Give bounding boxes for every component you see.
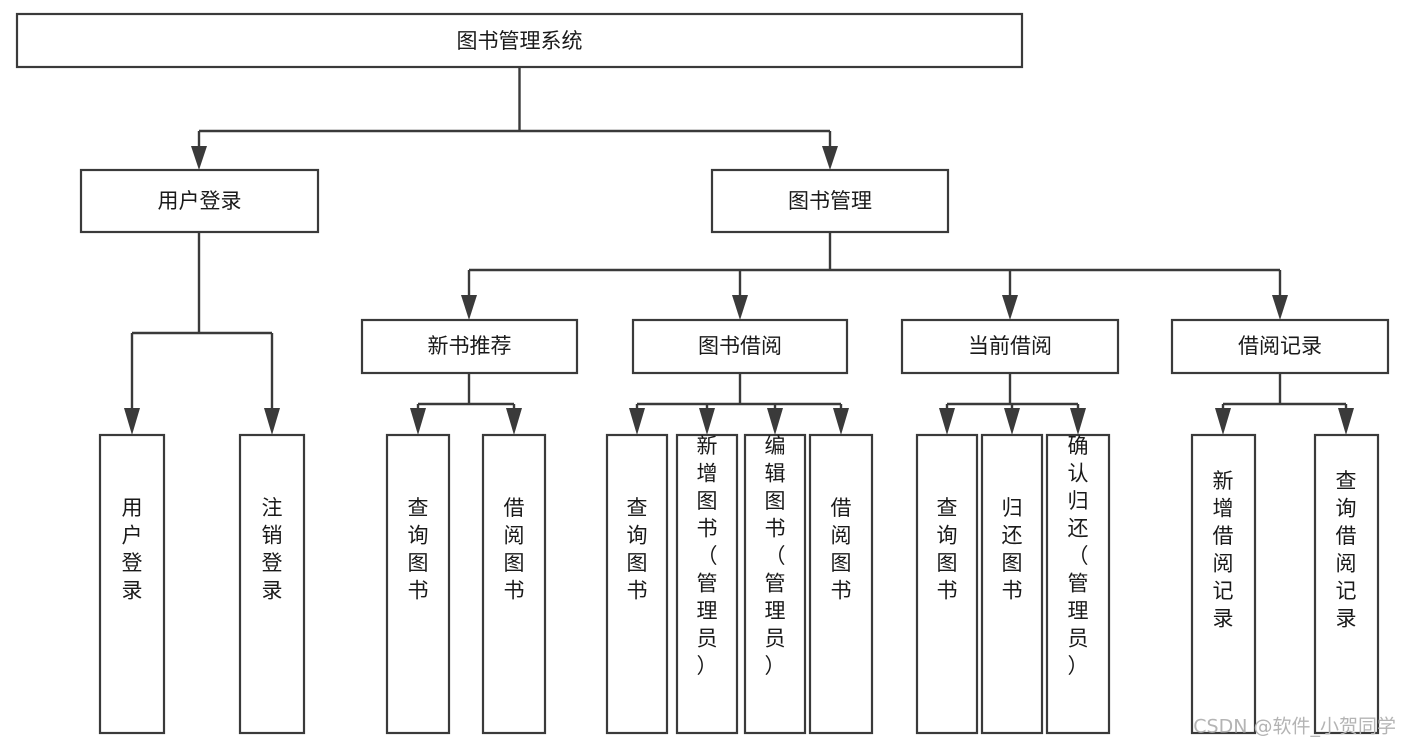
node-leaf-br-query-record-label: 查询借阅记录 <box>1336 469 1357 631</box>
node-leaf-bb-edit-book[interactable]: 编辑图书（管理员） <box>743 433 807 735</box>
arrow-head-book-manage <box>822 146 838 170</box>
node-root-label: 图书管理系统 <box>457 29 583 53</box>
arrow-head-cb-query-book <box>939 408 955 435</box>
node-leaf-nb-borrow-book-box <box>481 433 547 735</box>
arrow-head-nb-query-book <box>410 408 426 435</box>
node-new-book-recommend[interactable]: 新书推荐 <box>360 318 579 375</box>
node-leaf-cb-confirm-return[interactable]: 确认归还（管理员） <box>1045 433 1111 735</box>
arrow-head-bb-query-book <box>629 408 645 435</box>
node-new-book-recommend-box <box>360 318 579 375</box>
node-leaf-nb-query-book[interactable]: 查询图书 <box>385 433 451 735</box>
arrow-head-leaf-logout <box>264 408 280 435</box>
connectors-user-login-to-leaves <box>124 232 280 435</box>
node-leaf-bb-borrow-book-label: 借阅图书 <box>831 496 852 603</box>
node-leaf-nb-query-book-box <box>385 433 451 735</box>
arrow-head-leaf-user-login <box>124 408 140 435</box>
node-leaf-cb-return-book-box <box>980 433 1044 735</box>
node-new-book-recommend-label: 新书推荐 <box>428 334 512 358</box>
node-borrow-record-box <box>1170 318 1390 375</box>
arrow-head-new-book-recommend <box>461 295 477 320</box>
node-leaf-cb-query-book-label: 查询图书 <box>937 496 958 603</box>
node-leaf-cb-query-book[interactable]: 查询图书 <box>915 433 979 735</box>
node-leaf-bb-query-book-box <box>605 433 669 735</box>
node-leaf-bb-add-book-label: 新增图书（管理员） <box>697 434 718 678</box>
arrow-head-borrow-record <box>1272 295 1288 320</box>
arrow-head-bb-borrow-book <box>833 408 849 435</box>
csdn-watermark: CSDN @软件_小贺同学 <box>1193 716 1396 738</box>
arrow-head-nb-borrow-book <box>506 408 522 435</box>
arrow-head-user-login <box>191 146 207 170</box>
connectors-new-book-recommend-to-leaves <box>410 373 522 435</box>
arrow-head-cb-return-book <box>1004 408 1020 435</box>
node-leaf-bb-edit-book-box <box>743 433 807 735</box>
node-leaf-br-add-record-box <box>1190 433 1257 735</box>
connectors-root-to-level2 <box>191 67 838 170</box>
node-leaf-user-login[interactable]: 用户登录 <box>98 433 166 735</box>
node-leaf-bb-query-book[interactable]: 查询图书 <box>605 433 669 735</box>
arrow-head-book-borrow <box>732 295 748 320</box>
node-leaf-cb-confirm-return-box <box>1045 433 1111 735</box>
arrow-head-current-borrow <box>1002 295 1018 320</box>
node-book-manage-box <box>710 168 950 234</box>
node-leaf-user-login-box <box>98 433 166 735</box>
node-leaf-br-query-record[interactable]: 查询借阅记录 <box>1313 433 1380 735</box>
node-leaf-cb-confirm-return-label: 确认归还（管理员） <box>1068 434 1089 678</box>
node-leaf-logout-box <box>238 433 306 735</box>
node-root-system[interactable]: 图书管理系统 <box>15 12 1024 69</box>
node-leaf-cb-return-book-label: 归还图书 <box>1002 496 1023 603</box>
node-user-login-label: 用户登录 <box>158 189 242 213</box>
node-user-login[interactable]: 用户登录 <box>79 168 320 234</box>
arrow-head-cb-confirm-return <box>1070 408 1086 435</box>
connectors-current-borrow-to-leaves <box>939 373 1086 435</box>
node-leaf-logout[interactable]: 注销登录 <box>238 433 306 735</box>
node-current-borrow-box <box>900 318 1120 375</box>
node-book-manage-label: 图书管理 <box>788 189 872 213</box>
node-leaf-cb-query-book-box <box>915 433 979 735</box>
node-leaf-br-add-record[interactable]: 新增借阅记录 <box>1190 433 1257 735</box>
node-book-borrow[interactable]: 图书借阅 <box>631 318 849 375</box>
node-leaf-bb-borrow-book-box <box>808 433 874 735</box>
node-leaf-nb-borrow-book[interactable]: 借阅图书 <box>481 433 547 735</box>
node-leaf-br-add-record-label: 新增借阅记录 <box>1213 469 1234 631</box>
arrow-head-bb-edit-book <box>767 408 783 435</box>
node-borrow-record-label: 借阅记录 <box>1238 334 1322 358</box>
arrow-head-br-add-record <box>1215 408 1231 435</box>
node-leaf-nb-query-book-label: 查询图书 <box>408 496 429 603</box>
connectors-book-manage-to-level3 <box>461 232 1288 320</box>
node-leaf-logout-label: 注销登录 <box>262 496 283 603</box>
node-leaf-br-query-record-box <box>1313 433 1380 735</box>
node-book-borrow-label: 图书借阅 <box>698 334 782 358</box>
arrow-head-br-query-record <box>1338 408 1354 435</box>
node-leaf-cb-return-book[interactable]: 归还图书 <box>980 433 1044 735</box>
connectors-book-borrow-to-leaves <box>629 373 849 435</box>
node-leaf-bb-edit-book-label: 编辑图书（管理员） <box>765 434 786 678</box>
node-borrow-record[interactable]: 借阅记录 <box>1170 318 1390 375</box>
node-root-box <box>15 12 1024 69</box>
node-leaf-bb-add-book[interactable]: 新增图书（管理员） <box>675 433 739 735</box>
arrow-head-bb-add-book <box>699 408 715 435</box>
node-current-borrow-label: 当前借阅 <box>968 334 1052 358</box>
node-book-borrow-box <box>631 318 849 375</box>
node-leaf-bb-add-book-box <box>675 433 739 735</box>
node-leaf-user-login-label: 用户登录 <box>122 496 143 603</box>
node-leaf-bb-borrow-book[interactable]: 借阅图书 <box>808 433 874 735</box>
node-leaf-bb-query-book-label: 查询图书 <box>627 496 648 603</box>
node-book-manage[interactable]: 图书管理 <box>710 168 950 234</box>
node-leaf-nb-borrow-book-label: 借阅图书 <box>504 496 525 603</box>
node-current-borrow[interactable]: 当前借阅 <box>900 318 1120 375</box>
node-user-login-box <box>79 168 320 234</box>
connectors-borrow-record-to-leaves <box>1215 373 1354 435</box>
